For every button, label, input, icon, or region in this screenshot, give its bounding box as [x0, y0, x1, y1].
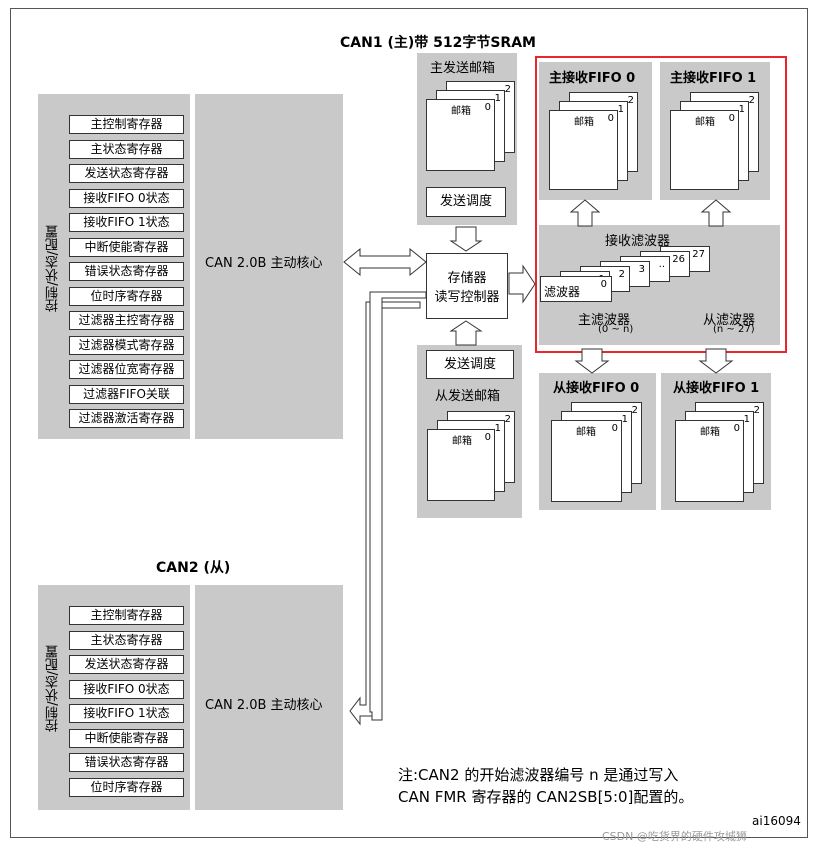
slave-rx-fifo0-label: 从接收FIFO 0	[553, 381, 640, 396]
filter-number-2: 2	[618, 269, 625, 280]
rx-fifo0-stack-number-0: 0	[607, 113, 614, 124]
slave-rx-fifo1-label: 从接收FIFO 1	[673, 381, 760, 396]
slave-rx-fifo0-stack-box-0: 0 邮箱	[551, 420, 622, 502]
can1-title: CAN1 (主)带 512字节SRAM	[340, 35, 536, 51]
tx-schedule-down-arrow	[449, 226, 483, 252]
rx-fifo1-stack-number-2: 2	[748, 95, 755, 106]
slave-filter-range: (n ~ 27)	[713, 324, 755, 335]
slave-tx-schedule: 发送调度	[426, 350, 514, 379]
filter-number-5: 26	[672, 254, 685, 265]
rx-fifo1-stack-number-1: 1	[738, 104, 745, 115]
can2-register-1: 主状态寄存器	[69, 630, 184, 650]
can1-register-0: 主控制寄存器	[69, 115, 184, 134]
master-tx-mailbox-label: 主发送邮箱	[430, 61, 496, 76]
can2-register-6: 错误状态寄存器	[69, 753, 184, 772]
rx-fifo0-label: 主接收FIFO 0	[549, 71, 636, 86]
figure-frame	[10, 8, 808, 838]
slave-tx-stack-mailbox-label: 邮箱	[452, 436, 472, 447]
filter-number-6: 27	[692, 249, 705, 260]
can1-register-5: 中断使能寄存器	[69, 237, 184, 257]
rx-filter-label: 接收滤波器	[605, 234, 671, 249]
rx-fifo0-stack-number-2: 2	[627, 95, 634, 106]
slave-tx-stack-number-1: 1	[494, 423, 501, 434]
can2-core-panel	[195, 585, 343, 810]
rx-fifo1-stack-number-0: 0	[728, 113, 735, 124]
filter-number-4: ..	[658, 259, 665, 270]
slave-rx-fifo0-stack-number-0: 0	[611, 423, 618, 434]
rx-fifo1-label: 主接收FIFO 1	[670, 71, 757, 86]
master-tx-stack-mailbox-label: 邮箱	[451, 106, 471, 117]
can2-register-0: 主控制寄存器	[69, 606, 184, 625]
filter-number-3: 3	[638, 264, 645, 275]
slave-filter-label: 从滤波器	[703, 313, 756, 328]
can1-register-6: 错误状态寄存器	[69, 262, 184, 281]
note-line2: CAN FMR 寄存器的 CAN2SB[5:0]配置的。	[398, 788, 694, 806]
can1-to-controller-arrow	[343, 247, 427, 277]
can1-register-4: 接收FIFO 1状态	[69, 213, 184, 232]
can1-register-3: 接收FIFO 0状态	[69, 188, 184, 208]
master-tx-stack-number-2: 2	[504, 84, 511, 95]
can1-register-11: 过滤器FIFO关联	[69, 384, 184, 404]
memory-controller: 存储器 读写控制器	[426, 253, 508, 319]
can1-register-7: 位时序寄存器	[69, 286, 184, 306]
filter-to-fifo0-arrow	[569, 199, 601, 227]
can2-register-3: 接收FIFO 0状态	[69, 679, 184, 699]
master-filter-label: 主滤波器	[578, 313, 631, 328]
filter-number-0: 0	[600, 279, 607, 290]
can2-register-4: 接收FIFO 1状态	[69, 704, 184, 723]
can2-register-2: 发送状态寄存器	[69, 655, 184, 674]
slave-rx-fifo1-stack-box-0: 0 邮箱	[675, 420, 744, 502]
slave-rx-fifo1-stack-number-0: 0	[733, 423, 740, 434]
note-line1: 注:CAN2 的开始滤波器编号 n 是通过写入	[398, 766, 679, 784]
slave-tx-up-arrow	[449, 320, 483, 346]
filter-box-0: 0 滤波器	[540, 276, 612, 302]
can1-register-2: 发送状态寄存器	[69, 164, 184, 183]
rx-fifo0-stack-box-0: 0 邮箱	[549, 110, 618, 190]
can1-core-label: CAN 2.0B 主动核心	[205, 256, 323, 271]
rx-fifo0-stack-number-1: 1	[617, 104, 624, 115]
filter-to-fifo1-arrow	[700, 199, 732, 227]
rx-fifo1-stack-mailbox-label: 邮箱	[695, 117, 715, 128]
watermark: CSDN @吃货界的硬件攻城狮	[602, 830, 747, 843]
master-filter-range: (0 ~ n)	[598, 324, 634, 335]
controller-to-filter-arrow	[508, 264, 536, 304]
memory-controller-line2: 读写控制器	[434, 290, 500, 305]
filter-label: 滤波器	[544, 285, 581, 299]
can1-register-12: 过滤器激活寄存器	[69, 409, 184, 428]
can1-core-panel	[195, 94, 343, 439]
memory-controller-line1: 存储器	[447, 271, 487, 286]
slave-tx-stack-number-0: 0	[484, 432, 491, 443]
can2-bus-outer	[349, 301, 421, 726]
master-tx-stack-number-1: 1	[494, 93, 501, 104]
slave-rx-fifo1-stack-number-2: 2	[753, 405, 760, 416]
filter-to-slave-fifo1-arrow	[698, 348, 734, 374]
can2-register-7: 位时序寄存器	[69, 777, 184, 797]
can1-register-10: 过滤器位宽寄存器	[69, 360, 184, 379]
rx-fifo0-stack-mailbox-label: 邮箱	[574, 117, 594, 128]
can2-title: CAN2 (从)	[156, 560, 231, 576]
slave-tx-stack-number-2: 2	[504, 414, 511, 425]
filter-to-slave-fifo0-arrow	[574, 348, 610, 374]
can1-register-9: 过滤器模式寄存器	[69, 335, 184, 355]
can2-bus-inner	[369, 291, 427, 721]
can2-core-label: CAN 2.0B 主动核心	[205, 698, 323, 713]
slave-rx-fifo0-stack-mailbox-label: 邮箱	[576, 427, 596, 438]
figure-id: ai16094	[752, 814, 801, 828]
slave-tx-stack-box-0: 0 邮箱	[427, 429, 495, 501]
rx-fifo1-stack-box-0: 0 邮箱	[670, 110, 739, 190]
slave-rx-fifo1-stack-number-1: 1	[743, 414, 750, 425]
highlight-box	[535, 56, 787, 353]
can2-register-5: 中断使能寄存器	[69, 728, 184, 748]
slave-rx-fifo1-stack-mailbox-label: 邮箱	[700, 427, 720, 438]
master-tx-stack-number-0: 0	[484, 102, 491, 113]
master-tx-stack-box-0: 0 邮箱	[426, 99, 495, 171]
slave-rx-fifo0-stack-number-2: 2	[631, 405, 638, 416]
master-tx-schedule: 发送调度	[426, 187, 506, 217]
slave-tx-mailbox-label: 从发送邮箱	[435, 389, 501, 404]
slave-rx-fifo0-stack-number-1: 1	[621, 414, 628, 425]
can1-register-1: 主状态寄存器	[69, 139, 184, 159]
can1-register-8: 过滤器主控寄存器	[69, 311, 184, 330]
